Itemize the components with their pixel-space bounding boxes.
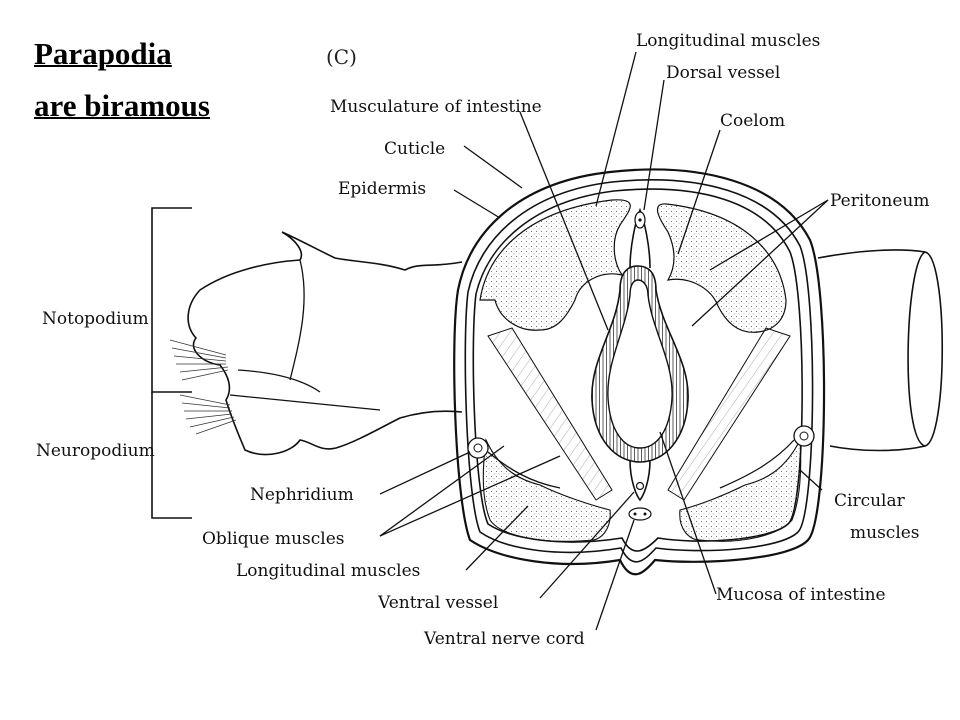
label-musculature-of-intestine: Musculature of intestine	[330, 97, 542, 117]
label-mucosa-of-intestine: Mucosa of intestine	[716, 585, 886, 605]
label-peritoneum: Peritoneum	[830, 191, 929, 211]
label-neuropodium: Neuropodium	[36, 441, 155, 461]
intestine	[591, 207, 689, 521]
label-circular-muscles-line1: Circular	[834, 491, 906, 511]
label-notopodium: Notopodium	[42, 309, 149, 329]
leader-lines	[379, 51, 829, 631]
podium-brackets	[151, 207, 192, 519]
label-dorsal-vessel: Dorsal vessel	[666, 63, 780, 83]
label-longitudinal-muscles-bottom: Longitudinal muscles	[236, 561, 420, 581]
label-epidermis: Epidermis	[338, 179, 426, 199]
label-oblique-muscles: Oblique muscles	[202, 529, 345, 549]
label-ventral-vessel: Ventral vessel	[377, 593, 498, 613]
oblique-muscles	[487, 327, 791, 501]
label-ventral-nerve-cord: Ventral nerve cord	[423, 629, 585, 649]
coelom-fill	[479, 199, 802, 542]
diagram-labels: Longitudinal muscles Dorsal vessel Muscu…	[36, 31, 929, 649]
label-coelom: Coelom	[720, 111, 785, 131]
title-line-1: Parapodia	[34, 36, 172, 71]
label-cuticle: Cuticle	[384, 139, 445, 159]
label-nephridium: Nephridium	[250, 485, 354, 505]
label-circular-muscles-line2: muscles	[850, 523, 920, 543]
nephridia	[467, 425, 815, 489]
panel-label: (C)	[326, 45, 357, 69]
label-longitudinal-muscles-top: Longitudinal muscles	[636, 31, 820, 51]
adjacent-segment	[817, 249, 944, 452]
parapodium	[169, 231, 463, 456]
title-line-2: are biramous	[34, 88, 210, 123]
